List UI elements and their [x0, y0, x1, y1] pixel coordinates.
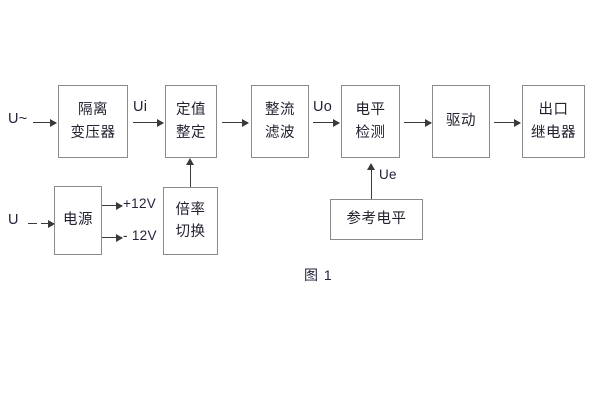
- block-power-supply-line-1: 电源: [63, 212, 93, 229]
- arrow-level-detection-to-drive: [404, 118, 432, 127]
- block-isolation-transformer: 隔离 变压器: [58, 85, 128, 158]
- block-reference-level-line-1: 参考电平: [346, 211, 407, 228]
- arrow-setting-value-to-rectify-filter: [222, 118, 249, 127]
- arrow-multiplier-switch-to-setting-value: [186, 158, 195, 187]
- block-level-detection-line-2: 检测: [355, 124, 386, 141]
- input-dc-label: U: [8, 212, 19, 228]
- block-setting-value: 定值 整定: [165, 85, 217, 158]
- block-level-detection: 电平 检测: [341, 85, 400, 158]
- arrow-reference-level-to-level-detection: [367, 163, 376, 199]
- arrow-input-dc-to-power-supply: [41, 219, 55, 228]
- input-ac-label: U~: [8, 111, 28, 127]
- block-isolation-transformer-line-2: 变压器: [70, 124, 116, 141]
- arrow-input-ac-to-isolation-transformer: [33, 118, 57, 127]
- input-dc-dash-segment: [28, 223, 37, 224]
- block-drive-line-1: 驱动: [446, 113, 476, 130]
- block-setting-value-line-2: 整定: [176, 124, 206, 141]
- block-rectify-filter: 整流 滤波: [251, 85, 309, 158]
- block-rectify-filter-line-1: 整流: [265, 102, 295, 119]
- arrow-drive-to-output-relay: [494, 118, 521, 127]
- arrow-supply-positive: [102, 201, 123, 210]
- block-drive: 驱动: [432, 85, 490, 158]
- block-output-relay: 出口 继电器: [522, 85, 585, 158]
- block-power-supply: 电源: [54, 186, 102, 255]
- signal-ue-label: Ue: [379, 167, 397, 182]
- block-rectify-filter-line-2: 滤波: [265, 124, 295, 141]
- signal-ui-label: Ui: [133, 99, 148, 115]
- block-multiplier-switch: 倍率 切换: [163, 187, 218, 255]
- figure-caption: 图 1: [304, 267, 333, 283]
- block-isolation-transformer-line-1: 隔离: [78, 102, 108, 119]
- block-reference-level: 参考电平: [330, 199, 423, 240]
- block-multiplier-switch-line-2: 切换: [175, 224, 206, 240]
- block-level-detection-line-1: 电平: [355, 102, 386, 119]
- signal-uo-label: Uo: [313, 99, 333, 115]
- block-output-relay-line-2: 继电器: [531, 124, 576, 141]
- block-output-relay-line-1: 出口: [538, 102, 569, 119]
- supply-positive-label: +12V: [123, 196, 157, 211]
- arrow-isolation-transformer-to-setting-value: [133, 118, 164, 127]
- arrow-supply-negative: [102, 233, 123, 242]
- supply-negative-label: - 12V: [123, 228, 157, 243]
- block-setting-value-line-1: 定值: [176, 102, 206, 119]
- block-multiplier-switch-line-1: 倍率: [175, 201, 206, 218]
- arrow-rectify-filter-to-level-detection: [313, 118, 340, 127]
